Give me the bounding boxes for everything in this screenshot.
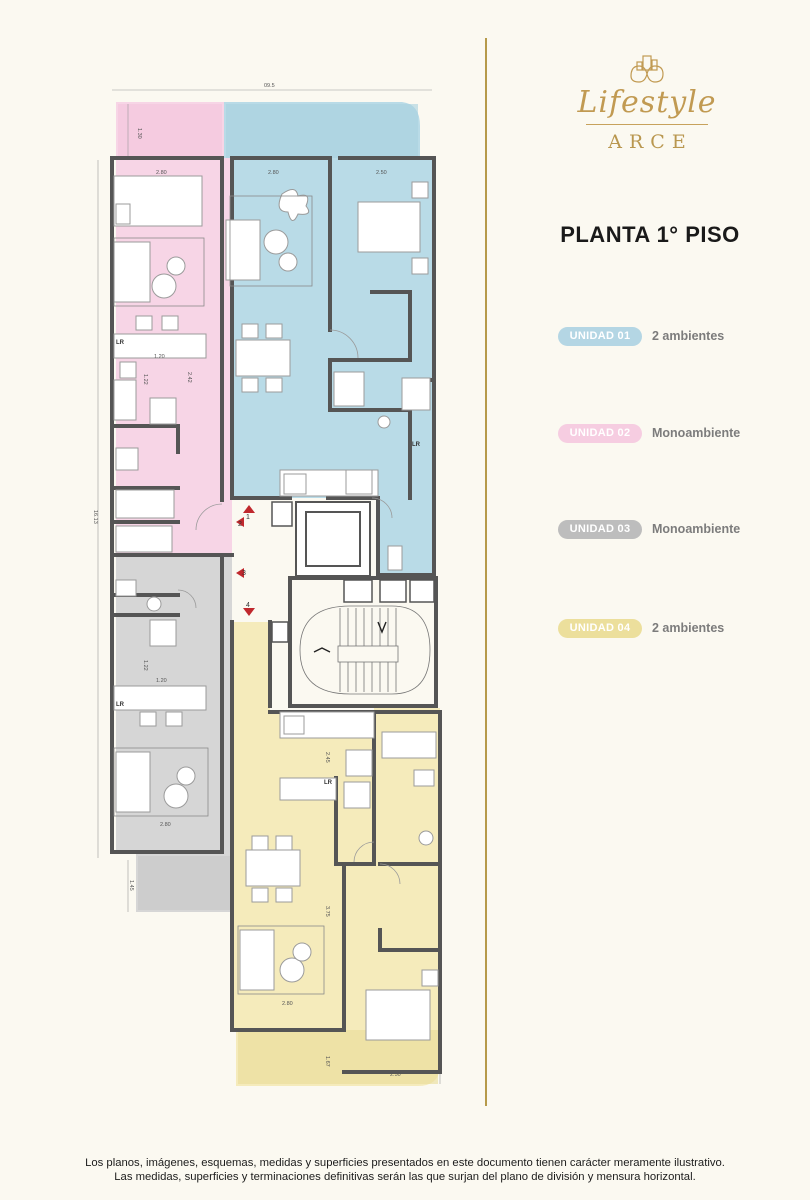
dim-u4-room: 2.80 [282, 1001, 293, 1007]
legend-badge: UNIDAD 04 [558, 618, 642, 638]
lr-tag-u1: LR [412, 442, 421, 448]
disclaimer-line-1: Los planos, imágenes, esquemas, medidas … [85, 1157, 725, 1169]
legend-item-unidad-03: UNIDAD 03 Monoambiente [558, 518, 740, 540]
dim-u2-kitchen-h: 2.42 [186, 372, 192, 383]
legend-item-unidad-02: UNIDAD 02 Monoambiente [558, 422, 740, 444]
dim-u3-balcony: 1.45 [128, 880, 134, 891]
lr-tag-u2: LR [116, 340, 125, 346]
dim-u3-kitchen-h: 1.22 [142, 660, 148, 671]
dim-u4-kitchen: 2.45 [324, 752, 330, 763]
legend-label: Monoambiente [652, 426, 741, 440]
legend-badge: UNIDAD 01 [558, 326, 642, 346]
legend-label: 2 ambientes [652, 621, 725, 635]
dim-u4-living: 3.75 [324, 906, 330, 917]
disclaimer-line-2: Las medidas, superficies y terminaciones… [114, 1171, 696, 1183]
unit-03-balcony [138, 856, 230, 910]
legend-badge: UNIDAD 02 [558, 423, 642, 443]
page-title: PLANTA 1° PISO [560, 222, 740, 247]
lr-tag-u3: LR [116, 702, 125, 708]
lr-tag-u4: LR [324, 780, 333, 786]
dim-u3-room: 2.80 [160, 822, 171, 828]
dim-u4-bed: 2.50 [390, 1072, 401, 1078]
staircase [299, 605, 431, 695]
unit-marker-3: 3 [242, 570, 246, 577]
dim-u2-room: 2.80 [156, 170, 167, 176]
brand-name: ARCE [608, 131, 693, 153]
dim-u2-bath: 1.22 [142, 374, 148, 385]
legend-label: 2 ambientes [652, 329, 725, 343]
legend-item-unidad-01: UNIDAD 01 2 ambientes [558, 325, 724, 347]
dim-u2-kitchen-w: 1.20 [154, 354, 165, 360]
dim-u1-bed: 2.50 [376, 170, 387, 176]
unit-marker-2: 2 [238, 521, 242, 528]
brand-logo: Lifestyle ARCE [572, 52, 722, 153]
elevator-shaft [295, 501, 371, 577]
unit-marker-1: 1 [246, 514, 250, 521]
unit-marker-4: 4 [246, 602, 250, 609]
unit-02-terrace [118, 104, 222, 158]
dim-u1-living: 2.80 [268, 170, 279, 176]
disclaimer: Los planos, imágenes, esquemas, medidas … [0, 1156, 810, 1184]
dim-overall-height: 16.13 [92, 510, 98, 524]
unit-01-terrace [226, 104, 418, 158]
legend-badge: UNIDAD 03 [558, 519, 642, 539]
legend-label: Monoambiente [652, 522, 741, 536]
dim-u4-balcony: 1.67 [324, 1056, 330, 1067]
unit-03-area [116, 555, 232, 912]
floor-plan: 1 2 3 4 09.5 16.13 1.30 2.80 2.80 2.50 1… [92, 83, 442, 1086]
legend-item-unidad-04: UNIDAD 04 2 ambientes [558, 617, 724, 639]
brand-rule [586, 124, 708, 125]
dim-u1-terrace: 1.30 [136, 128, 142, 139]
dim-u3-kitchen-w: 1.20 [156, 678, 167, 684]
dim-overall-width: 09.5 [264, 83, 275, 89]
brand-script-name: Lifestyle [577, 85, 717, 120]
building-infinity-icon [630, 55, 664, 83]
vertical-divider [485, 38, 487, 1106]
